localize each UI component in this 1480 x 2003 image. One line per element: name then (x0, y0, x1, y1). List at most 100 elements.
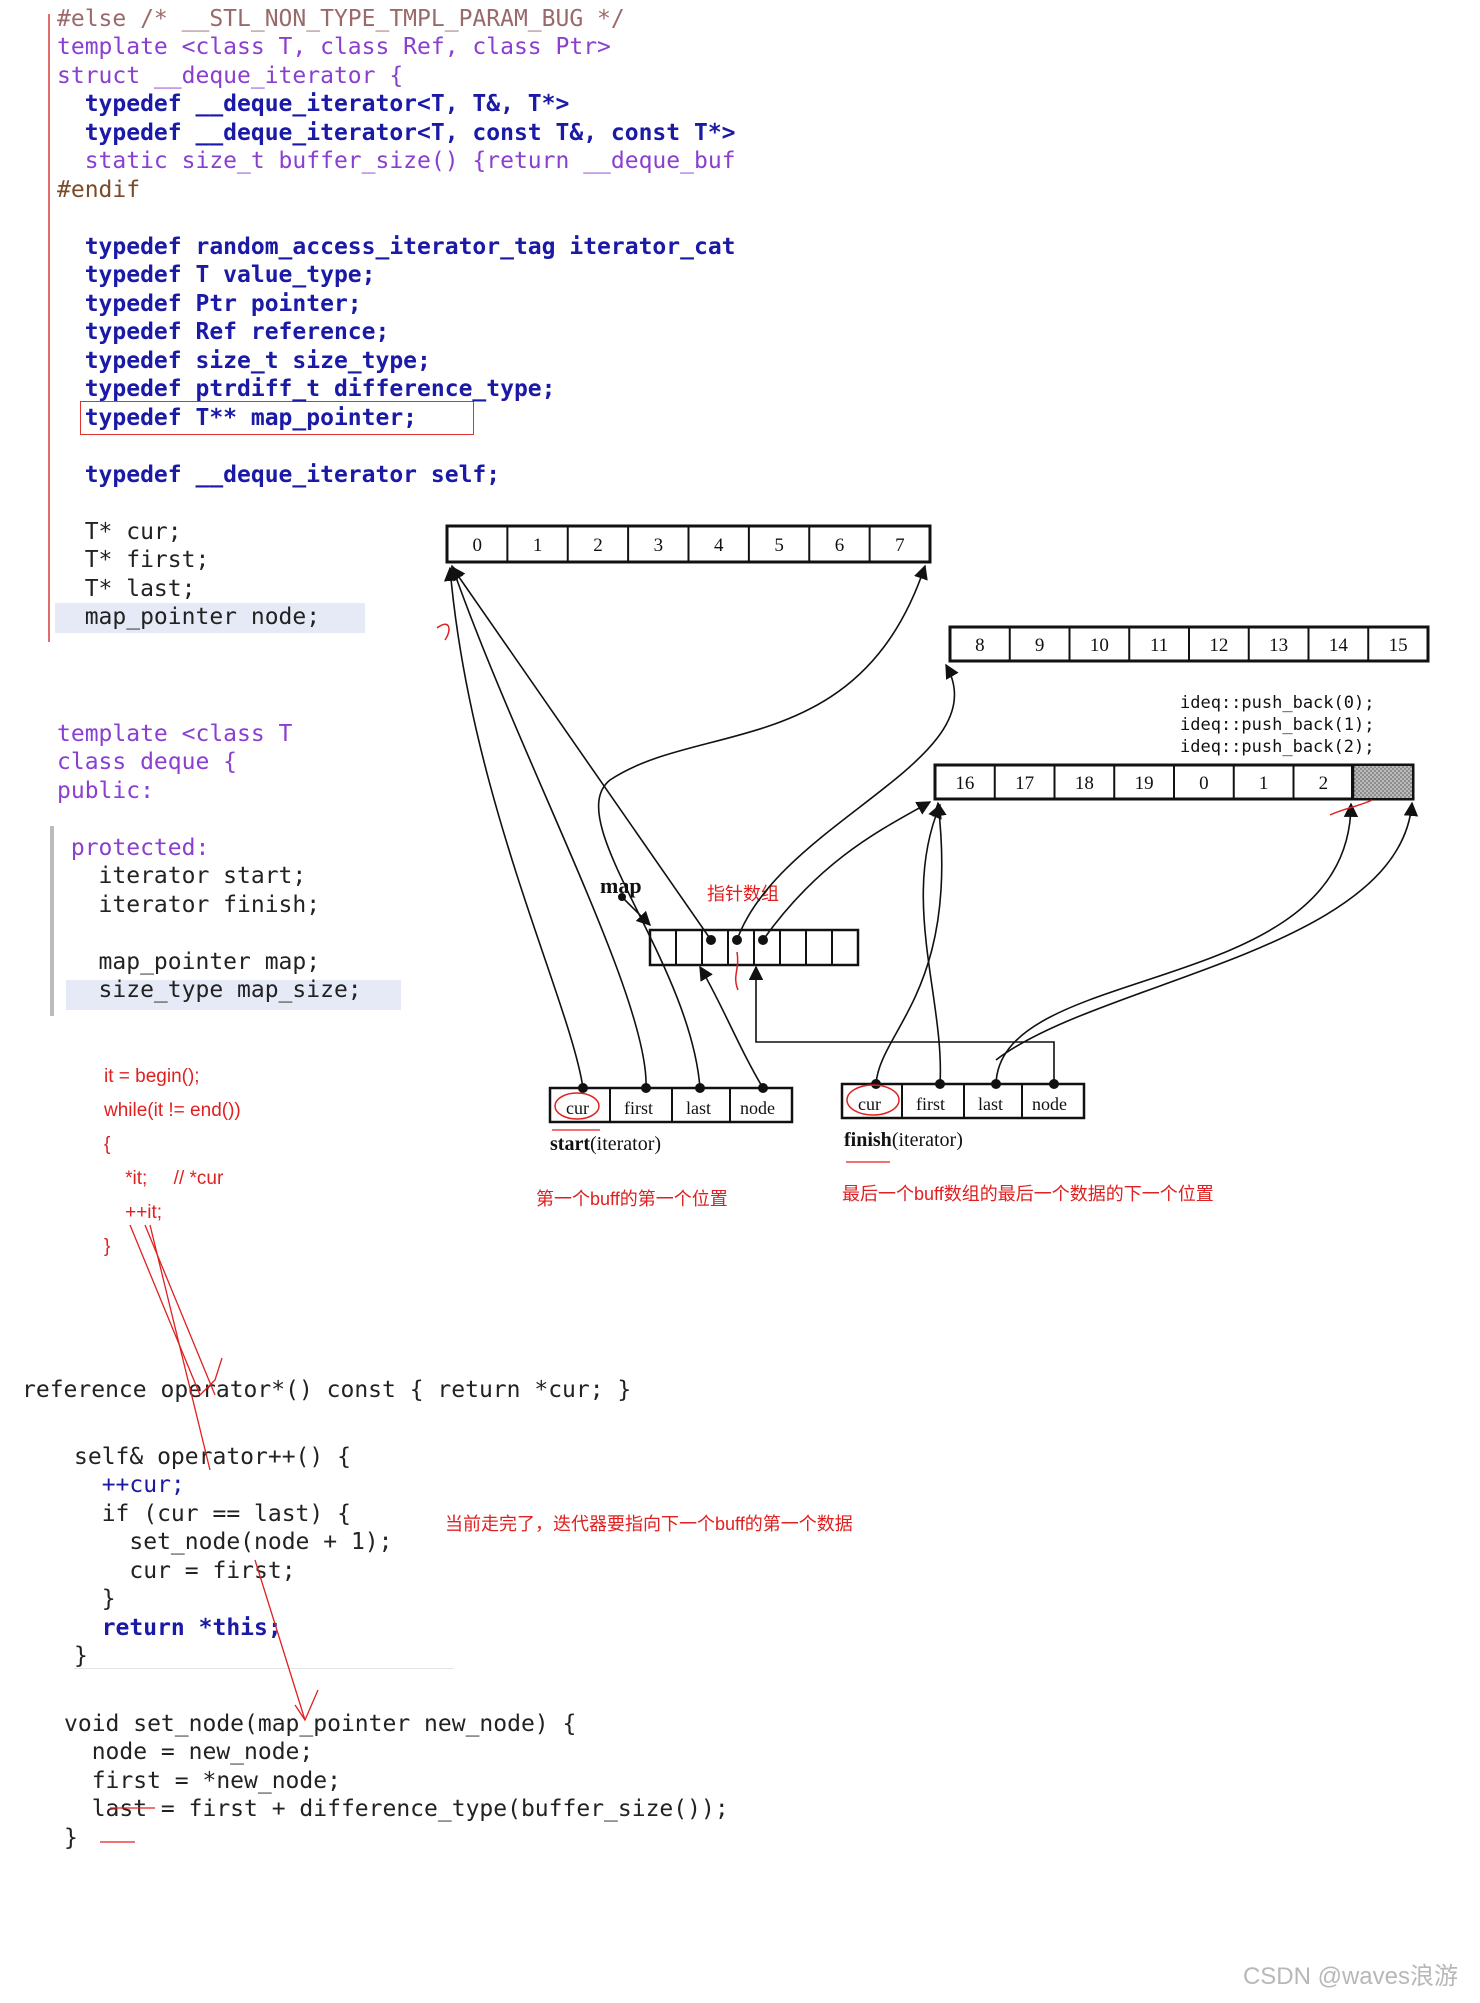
code-line: T* last; (57, 576, 196, 602)
finish-label-rest: (iterator) (892, 1129, 963, 1151)
code-line: self& operator++() { (74, 1444, 351, 1470)
buffer-cell-label: 8 (975, 635, 985, 656)
buffer-cell-label: 13 (1269, 635, 1288, 656)
code-line: } (64, 1825, 78, 1851)
code-line: #else /* __STL_NON_TYPE_TMPL_PARAM_BUG *… (57, 6, 625, 32)
push-back-line: ideq::push_back(1); (1180, 715, 1374, 735)
loop-line: ++it; (104, 1202, 163, 1223)
code-line: typedef Ptr pointer; (57, 291, 362, 317)
map-note: 指针数组 (707, 884, 779, 904)
code-line: size_type map_size; (57, 977, 362, 1003)
buffer-cell-label: 1 (533, 535, 543, 556)
loop-line: } (104, 1236, 111, 1257)
buffer-cell-label: 3 (654, 535, 664, 556)
code-line: map_pointer node; (57, 604, 321, 630)
finish-label-bold: finish (844, 1129, 892, 1151)
code-line: typedef __deque_iterator<T, T&, T*> (57, 91, 570, 117)
code-line: typedef __deque_iterator<T, const T&, co… (57, 120, 736, 146)
increment-note: 当前走完了，迭代器要指向下一个buff的第一个数据 (445, 1514, 853, 1534)
code-line: typedef T value_type; (57, 262, 376, 288)
buffer-cell-label: 1 (1259, 773, 1269, 794)
code-line: public: (57, 778, 154, 804)
buffer-cell-label: 2 (1319, 773, 1329, 794)
map-array (648, 928, 860, 967)
start-field-node: node (740, 1098, 775, 1118)
code-block-iterator: #else /* __STL_NON_TYPE_TMPL_PARAM_BUG *… (57, 5, 736, 630)
highlight-map-pointer-node (55, 603, 365, 633)
code-gutter-top (48, 14, 50, 642)
code-line: node = new_node; (64, 1739, 314, 1765)
code-line: ++cur; (74, 1472, 185, 1498)
code-line: first = *new_node; (64, 1768, 341, 1794)
code-line: typedef random_access_iterator_tag itera… (57, 234, 736, 260)
code-line: protected: (57, 835, 210, 861)
loop-line: while(it != end()) (104, 1100, 241, 1121)
map-label: map (600, 873, 642, 898)
start-label-rest: (iterator) (590, 1133, 661, 1155)
start-iterator: cur first last node (548, 1083, 794, 1124)
buffer-cell-label: 4 (714, 535, 724, 556)
buffer-8-15: 8 9 10 11 12 13 14 15 (948, 625, 1430, 663)
code-line: typedef __deque_iterator self; (57, 462, 501, 488)
buffer-cell-label: 18 (1075, 773, 1094, 794)
buffer-cell-label: 0 (472, 535, 482, 556)
code-block-increment: self& operator++() { ++cur; if (cur == l… (74, 1443, 393, 1700)
code-line: } (74, 1586, 116, 1612)
buffer-cell-label: 7 (895, 535, 905, 556)
buffer-cell-label: 16 (955, 773, 974, 794)
push-back-line: ideq::push_back(2); (1180, 737, 1374, 757)
finish-field-last: last (978, 1094, 1003, 1114)
finish-field-first: first (916, 1094, 945, 1114)
loop-line: *it; // *cur (104, 1168, 224, 1189)
code-line: T* first; (57, 547, 210, 573)
svg-text:start(iterator): start(iterator) (550, 1133, 661, 1155)
code-line: template <class T, class Ref, class Ptr> (57, 34, 611, 60)
buffer-cell-label: 12 (1209, 635, 1228, 656)
code-line: static size_t buffer_size() {return __de… (57, 148, 736, 174)
code-line: map_pointer map; (57, 949, 321, 975)
buffer-cell-label: 10 (1090, 635, 1109, 656)
buffer-cell-label: 14 (1329, 635, 1349, 656)
buffer-cell-label: 9 (1035, 635, 1045, 656)
start-note: 第一个buff的第一个位置 (536, 1189, 728, 1209)
highlight-map-size (66, 980, 401, 1010)
finish-field-cur: cur (858, 1094, 881, 1114)
buffer-cell-label: 5 (774, 535, 784, 556)
finish-note: 最后一个buff数组的最后一个数据的下一个位置 (842, 1184, 1214, 1204)
code-line: class deque { (57, 749, 238, 775)
code-line: void set_node(map_pointer new_node) { (64, 1711, 577, 1737)
finish-iterator: cur first last node (840, 1079, 1086, 1120)
start-field-last: last (686, 1098, 711, 1118)
code-line: T* cur; (57, 519, 182, 545)
code-line: last = first + difference_type(buffer_si… (64, 1796, 729, 1822)
code-line: set_node(node + 1); (74, 1529, 393, 1555)
buffer-cell-label: 11 (1150, 635, 1168, 656)
red-box-map-pointer (80, 401, 474, 435)
code-block-set-node: void set_node(map_pointer new_node) { no… (64, 1710, 729, 1881)
start-label-bold: start (550, 1133, 590, 1155)
push-back-line: ideq::push_back(0); (1180, 693, 1374, 713)
code-line: #endif (57, 177, 141, 203)
loop-line: it = begin(); (104, 1066, 200, 1087)
buffer-cell-label: 19 (1135, 773, 1154, 794)
code-line: cur = first; (74, 1558, 296, 1584)
svg-text:finish(iterator): finish(iterator) (844, 1129, 963, 1151)
buffer-cell-label: 2 (593, 535, 603, 556)
code-block-deque: template <class T class deque { public: … (57, 720, 362, 1003)
buffer-cell-label: 15 (1389, 635, 1408, 656)
code-line: } (74, 1643, 88, 1669)
divider-line (74, 1668, 454, 1669)
code-line: typedef Ref reference; (57, 319, 390, 345)
finish-field-node: node (1032, 1094, 1067, 1114)
code-line: iterator start; (57, 863, 307, 889)
code-gutter-deque (50, 826, 54, 1016)
code-line: struct __deque_iterator { (57, 63, 404, 89)
code-line: typedef ptrdiff_t difference_type; (57, 376, 556, 402)
code-line: if (cur == last) { (74, 1501, 351, 1527)
code-line: iterator finish; (57, 892, 321, 918)
code-line: typedef T** map_pointer; (57, 405, 418, 431)
code-line: return *this; (74, 1615, 282, 1641)
code-line: template <class T (57, 721, 293, 747)
